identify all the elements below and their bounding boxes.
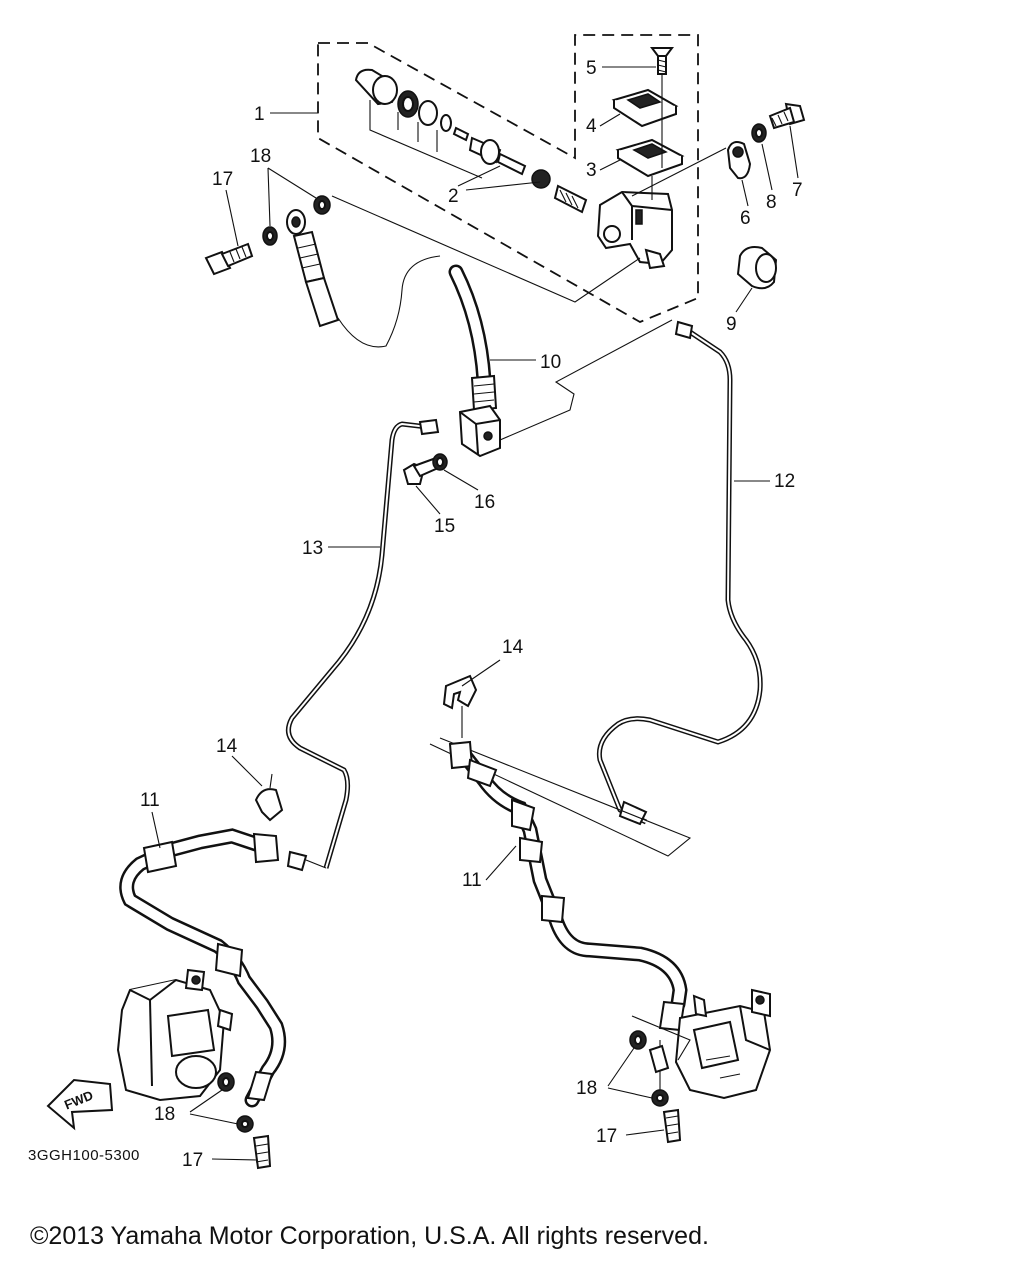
- piston-kit-part: [354, 68, 588, 214]
- washer-part: [751, 123, 767, 143]
- left-front-caliper-part: [116, 968, 234, 1102]
- right-banjo-bolt-part: [648, 1044, 682, 1144]
- callout-4: 4: [586, 116, 597, 137]
- copyright-notice: ©2013 Yamaha Motor Corporation, U.S.A. A…: [30, 1222, 709, 1250]
- callout-7: 7: [792, 180, 803, 201]
- drawing-code: 3GGH100-5300: [28, 1147, 140, 1164]
- upper-washer-part: [262, 195, 331, 246]
- callout-6: 6: [740, 208, 751, 229]
- callout-8: 8: [766, 192, 777, 213]
- callout-15: 15: [434, 516, 455, 537]
- callout-14-right: 14: [502, 637, 524, 658]
- right-washer-part: [629, 1015, 691, 1107]
- lever-holder-part: [631, 141, 752, 197]
- right-hose-clip-part: [429, 674, 692, 857]
- right-front-brake-hose-part: [448, 740, 688, 1032]
- left-hose-clip-part: [254, 773, 284, 822]
- callout-11-right: 11: [462, 870, 482, 891]
- upper-hose-end-part: [286, 195, 641, 328]
- callout-2: 2: [448, 186, 459, 207]
- lever-cover-part: [736, 246, 778, 290]
- callout-11-left: 11: [140, 790, 160, 811]
- callout-3: 3: [586, 160, 597, 181]
- upper-banjo-bolt-part: [204, 242, 254, 276]
- callouts: 1 2 3 4 5 6 7 8 9 10 11 11 12 13 14 14 1…: [140, 58, 803, 1171]
- callout-5: 5: [586, 58, 597, 79]
- upper-brake-hose-part: [337, 255, 498, 412]
- callout-18-left: 18: [154, 1104, 175, 1125]
- callout-9: 9: [726, 314, 737, 335]
- callout-14-left: 14: [216, 736, 238, 757]
- callout-12: 12: [774, 471, 795, 492]
- callout-17-top: 17: [212, 169, 233, 190]
- callout-18-right: 18: [576, 1078, 597, 1099]
- callout-17-right: 17: [596, 1126, 617, 1147]
- right-front-caliper-part: [674, 988, 772, 1100]
- callout-18-top: 18: [250, 146, 271, 167]
- diaphragm-holder-part: [611, 88, 679, 128]
- callout-17-left: 17: [182, 1150, 203, 1171]
- callout-16: 16: [474, 492, 495, 513]
- left-washer-part: [217, 1072, 254, 1133]
- left-brake-pipe-part: [285, 418, 440, 869]
- reservoir-screw-part: [650, 47, 674, 95]
- forward-direction-arrow: FWD: [46, 1078, 114, 1131]
- callout-13: 13: [302, 538, 323, 559]
- diaphragm-part: [615, 138, 685, 178]
- left-banjo-bolt-part: [252, 1134, 272, 1170]
- left-front-brake-hose-part: [119, 828, 327, 1108]
- callout-1: 1: [254, 104, 265, 125]
- callout-10: 10: [540, 352, 561, 373]
- lever-bolt-part: [768, 102, 806, 130]
- right-brake-pipe-part: [499, 319, 763, 826]
- brake-hose-joint-part: [458, 404, 501, 458]
- joint-washer-part: [432, 453, 448, 471]
- master-cylinder-kit-outline: [317, 34, 699, 324]
- master-cylinder-body-part: [596, 95, 673, 270]
